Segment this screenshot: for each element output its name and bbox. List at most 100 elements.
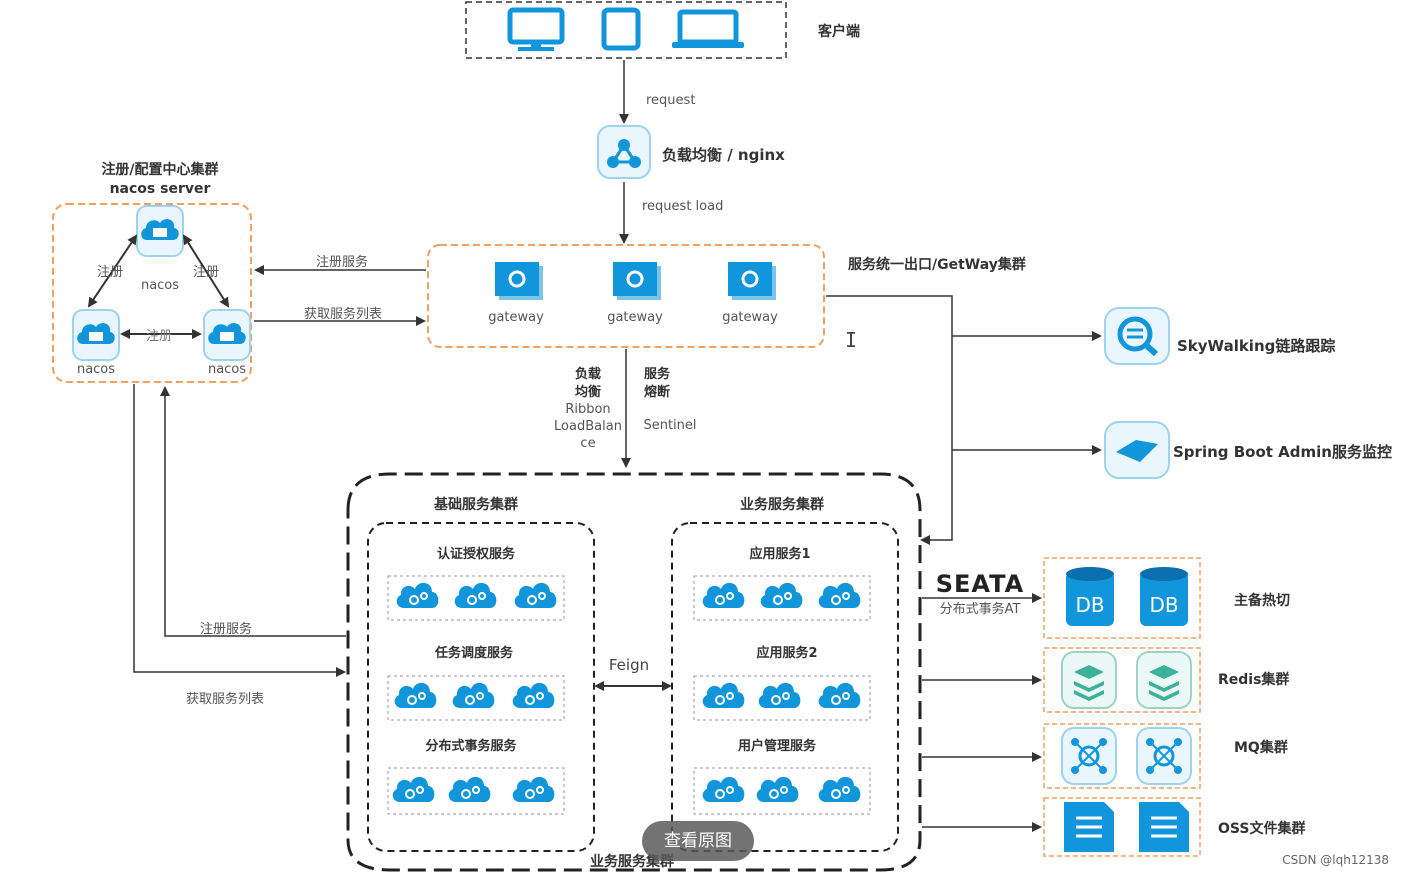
group-user-instances [693,767,871,815]
oss-cluster-label: OSS文件集群 [1218,820,1305,837]
nacos-edge-bottom-label: 注册 [146,329,172,344]
seata-label: 分布式事务AT [940,601,1021,617]
redis-cluster: Redis集群 [1043,647,1289,713]
nacos-node-left [72,309,120,361]
request-label: request [646,93,695,108]
db-cluster: DB DB 主备热切 [1043,557,1290,639]
mq-cluster-label: MQ集群 [1234,739,1288,756]
services-cluster: 基础服务集群 业务服务集群 业务服务集群 认证授权服务 任务调度服务 分布式事务… [346,472,922,872]
monitor-icon [507,7,565,51]
mq-cluster: MQ集群 [1043,723,1288,789]
nacos-node-top [136,205,184,257]
base-cluster-title: 基础服务集群 [434,496,518,513]
nginx-icon-frame [597,125,651,179]
nacos-title-cn: 注册/配置中心集群 [101,161,218,178]
cloud-gear-icon [755,775,800,803]
nacos-box [52,203,252,383]
gateway-fetch-label: 获取服务列表 [304,306,382,322]
outer-cluster-box [346,472,922,872]
ribbon-line3: ce [580,436,595,451]
line-gateway-to-cluster [826,295,953,545]
group-tx-instances [387,767,565,815]
gateway-box [427,244,825,348]
cloud-gear-icon [701,581,746,609]
cloud-gear-icon [817,681,862,709]
arrow-services-register [160,386,346,637]
gateway-label-2: gateway [607,310,663,325]
cloud-gear-icon [391,775,436,803]
cloud-gear-icon [817,581,862,609]
nacos-node-right [203,309,251,361]
redis-cluster-label: Redis集群 [1218,671,1289,688]
group-app2-instances [693,675,871,721]
oss-cluster: OSS文件集群 [1043,797,1305,857]
services-fetch-label: 获取服务列表 [186,691,264,707]
db1-label: DB [1075,593,1104,617]
biz-cluster-title: 业务服务集群 [740,496,824,513]
redis-icon [1149,665,1179,701]
cloud-gear-icon [451,681,496,709]
nacos-edge-left [87,234,138,308]
cloud-gear-icon [757,681,802,709]
cloud-gear-icon [817,775,862,803]
nacos-node-right-label: nacos [208,362,246,377]
cloud-gear-icon [759,581,804,609]
client-label: 客户端 [817,23,860,40]
document-icon [1139,802,1189,852]
gateway-register-label: 注册服务 [316,254,368,270]
nginx-label: 负载均衡 / nginx [662,146,785,164]
message-queue-icon [1146,738,1182,774]
feign-label: Feign [609,656,649,674]
cloud-gear-icon [511,775,556,803]
group-app2-title: 应用服务2 [756,645,817,661]
cloud-gear-icon [701,681,746,709]
arrow-services-fetch [133,384,346,677]
load-balancer-icon [607,139,641,168]
text-cursor-icon: I [845,328,858,352]
cloud-gear-icon [393,681,438,709]
sba-node: Spring Boot Admin服务监控 [1104,421,1392,479]
message-queue-icon [1071,738,1107,774]
nacos-title-en: nacos server [110,181,211,197]
watermark: CSDN @lqh12138 [1282,853,1389,867]
db2-label: DB [1149,593,1178,617]
cloud-gear-icon [511,681,556,709]
group-user-title: 用户管理服务 [737,738,817,754]
gear-icon [508,270,526,288]
nacos-edge-right [182,234,230,308]
tablet-icon [601,7,641,51]
group-schedule-title: 任务调度服务 [434,645,514,661]
nacos-node-left-label: nacos [77,362,115,377]
redis-icon [1074,665,1104,701]
group-tx-title: 分布式事务服务 [425,738,517,754]
search-list-icon [1117,316,1159,357]
cloud-gear-icon [447,775,492,803]
client-box [465,1,787,59]
services-register-label: 注册服务 [200,621,252,637]
biz-cluster-box [671,522,899,852]
nacos-edge-left-label: 注册 [97,265,123,280]
fuse-line2: 熔断 [644,384,670,400]
gateway-node-3 [728,262,776,300]
skywalking-node: SkyWalking链路跟踪 [1104,307,1335,365]
nginx-node: 负载均衡 / nginx [597,125,785,179]
skywalking-label: SkyWalking链路跟踪 [1177,337,1335,355]
nacos-node-top-label: nacos [141,278,179,293]
seata-logo: SEATA [936,570,1024,598]
gateway-label-3: gateway [722,310,778,325]
gateway-cluster-label: 服务统一出口/GetWay集群 [848,256,1026,273]
group-app1-instances [693,575,871,621]
database-icon [1140,567,1188,626]
satellite-icon [1116,440,1158,462]
cloud-db-icon [208,323,246,344]
gateway-node-1 [495,262,543,300]
nacos-edge-right-label: 注册 [193,265,219,280]
cloud-db-icon [77,323,115,344]
db-cluster-label: 主备热切 [1234,592,1290,609]
fuse-line1: 服务 [644,366,671,382]
laptop-icon [672,9,744,48]
view-original-button[interactable]: 查看原图 [642,821,754,861]
gateway-label-1: gateway [488,310,544,325]
nacos-cluster: 注册/配置中心集群 nacos server nacos nacos nacos… [52,161,252,383]
